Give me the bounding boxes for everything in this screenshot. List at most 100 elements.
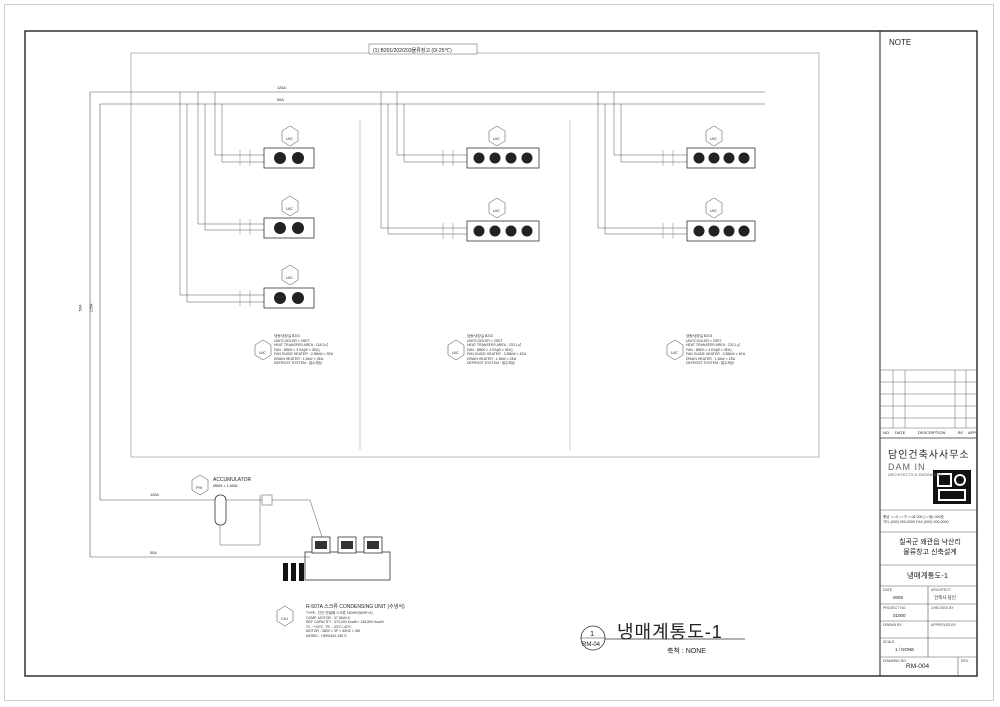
cu-tag-text: C/U bbox=[281, 616, 288, 621]
section-callout bbox=[580, 625, 745, 651]
unit-cooler-b201-3 bbox=[263, 287, 315, 309]
spec-line: UNITCOOLER × 2SET bbox=[467, 338, 503, 343]
spec-line: FAN GUIDE HEATER : 3.55kW × 4EA bbox=[467, 352, 527, 356]
uc-tag-text: U/C bbox=[710, 208, 717, 213]
unit-cooler-b201-2 bbox=[263, 217, 315, 239]
spec-line: MODEL : HSK6451-150 S bbox=[306, 633, 347, 638]
spec-line: FAN : Ø500 × 4 EA(Ø × 4EA) bbox=[467, 347, 513, 352]
drawn-label: DRAWN BY bbox=[883, 623, 902, 627]
spec-line: TC : +40℃, TE : -33℃/-42℃ bbox=[306, 624, 352, 629]
section-callout-number: 1 bbox=[590, 629, 595, 638]
branch-pipes-b202 bbox=[380, 92, 467, 235]
unit-cooler-spec-b202: 냉동/냉장실 B202 UNITCOOLER × 2SET HEAT TRANS… bbox=[467, 334, 526, 366]
scale-value: 1 / NONE bbox=[895, 647, 915, 652]
revision-header-no: NO bbox=[883, 430, 889, 435]
spec-title: 냉동/냉장실 B201 bbox=[274, 334, 301, 338]
main-header-pipes bbox=[89, 91, 765, 558]
condensing-unit-spec: TYPE : 단단 반밀폐 스크류 150HP(50HP×3) COMP. MO… bbox=[306, 611, 384, 638]
branch-pipes-b201 bbox=[179, 92, 264, 303]
uc-tag-text: U/C bbox=[286, 206, 293, 211]
sheet-border bbox=[24, 30, 978, 677]
spec-line: UNITCOOLER × 2SET bbox=[686, 338, 722, 343]
title-block-drawing-title: 냉매계통도-1 bbox=[906, 571, 949, 580]
date-label: DATE bbox=[883, 588, 893, 592]
spec-line: TYPE : 단단 반밀폐 스크류 150HP(50HP×3) bbox=[306, 611, 373, 615]
unit-cooler-b201-1 bbox=[263, 147, 315, 169]
spec-line: DEFROST SYSTEM : 발수제상 bbox=[686, 361, 734, 365]
spec-title: 냉동/냉장실 B202 bbox=[467, 334, 494, 338]
accumulator-title: ACCUMULATOR bbox=[213, 477, 252, 483]
revision-header-date: DATE bbox=[895, 430, 906, 435]
spec-line: DEFROST SYSTEM : 발수제상 bbox=[467, 361, 515, 365]
spec-line: HEAT TRANSFER AREA : 233.1㎡ bbox=[467, 343, 522, 347]
project-no-value: 01000 bbox=[893, 613, 906, 618]
pipe-size-label: 125A bbox=[277, 86, 286, 90]
firm-address-line: TEL.(000) 000-0000 FAX.(000) 000-0000 bbox=[883, 520, 949, 524]
spec-line: DEFROST SYSTEM : 발수제상 bbox=[274, 361, 322, 365]
drawing-main-title: 냉매계통도-1 bbox=[617, 622, 723, 642]
unit-cooler-b203-1 bbox=[686, 147, 756, 169]
drawing-number: RM-004 bbox=[906, 663, 930, 670]
pipe-size-label: 50A bbox=[78, 304, 83, 312]
condensing-unit bbox=[276, 499, 391, 627]
spec-line: FAN : Ø500 × 3 EA(Ø × 3EA) bbox=[274, 347, 320, 352]
uc-tag-text: U/C bbox=[286, 136, 293, 141]
valve-ticks bbox=[239, 150, 674, 306]
date-value: 0000 bbox=[893, 595, 904, 600]
accumulator-tag-text: P/V bbox=[196, 485, 203, 490]
firm-address-line: 충남 ○○시 ○○구 ○○로 000 (○○동) 000호 bbox=[883, 515, 944, 519]
unit-cooler-b202-2 bbox=[466, 220, 540, 242]
uc-tag-text: U/C bbox=[286, 275, 293, 280]
uc-tag-symbols bbox=[254, 125, 723, 361]
uc-tag-text: U/C bbox=[259, 350, 266, 355]
uc-tag-text: U/C bbox=[452, 350, 459, 355]
uc-tag-text: U/C bbox=[671, 350, 678, 355]
spec-line: DRAIN HEATER : 1.5kW × 3EA bbox=[274, 356, 324, 361]
revision-header-by: BY bbox=[958, 430, 964, 435]
project-no-label: PROJECT NO. bbox=[883, 606, 907, 610]
spec-line: MOTOR : 380V × 3P × 60HZ × 3W bbox=[306, 629, 361, 633]
note-label: NOTE bbox=[889, 38, 912, 47]
uc-tag-text: U/C bbox=[493, 136, 500, 141]
spec-line: HEAT TRANSFER AREA : 233.1㎡ bbox=[686, 343, 741, 347]
spec-line: COMP. MOTOR : 37.3kW×3 bbox=[306, 615, 350, 620]
project-name: 칠곡군 왜관읍 낙산리 물류창고 신축설계 bbox=[886, 538, 974, 558]
project-name-line: 칠곡군 왜관읍 낙산리 bbox=[899, 539, 961, 546]
architect-value: 건축사 담인 bbox=[934, 595, 956, 600]
firm-logo bbox=[933, 470, 971, 504]
pipe-size-label: 50A bbox=[277, 98, 284, 102]
spec-line: FAN GUIDE HEATER : 3.55kW × 4EA bbox=[686, 352, 746, 356]
revision-table bbox=[880, 369, 977, 439]
accumulator-vessel bbox=[191, 474, 273, 546]
page-frame bbox=[4, 4, 994, 701]
rev-label: REV. bbox=[961, 659, 969, 663]
checked-label: CHECKED BY bbox=[931, 606, 954, 610]
section-callout-ref: RM-04 bbox=[582, 642, 601, 648]
revision-header-app: APP bbox=[968, 430, 977, 435]
accumulator-size: Ø609 × 1,600L bbox=[213, 484, 239, 488]
spec-line: FAN : Ø500 × 4 EA(Ø × 4EA) bbox=[686, 347, 732, 352]
spec-line: DRAIN HEATER : 1.5kW × 2EA bbox=[467, 356, 517, 361]
unit-cooler-spec-b201: 냉동/냉장실 B201 UNITCOOLER × 3SET HEAT TRANS… bbox=[274, 334, 333, 366]
scale-label: SCALE bbox=[883, 640, 895, 644]
spec-title: 냉동/냉장실 B203 bbox=[686, 334, 713, 338]
room-label-box bbox=[368, 43, 478, 55]
title-block-grid bbox=[880, 509, 977, 676]
project-name-line: 물류창고 신축설계 bbox=[903, 549, 957, 556]
unit-cooler-spec-b203: 냉동/냉장실 B203 UNITCOOLER × 2SET HEAT TRANS… bbox=[686, 334, 745, 366]
firm-name-en: DAM IN bbox=[888, 462, 926, 472]
room-boundary bbox=[130, 52, 820, 458]
revision-header-description: DESCRIPTION bbox=[918, 430, 946, 435]
unit-cooler-b202-1 bbox=[466, 147, 540, 169]
firm-address: 충남 ○○시 ○○구 ○○로 000 (○○동) 000호 TEL.(000) … bbox=[883, 515, 949, 525]
pipe-size-label: 50A bbox=[150, 551, 157, 555]
branch-pipes-b203 bbox=[597, 92, 687, 235]
architect-label: ARCHITECT bbox=[931, 588, 952, 592]
condensing-unit-title: R-507A 스크류 CONDENSING UNIT (수냉식) bbox=[306, 604, 405, 610]
drawing-scale: 축척 : NONE bbox=[667, 648, 706, 655]
drawing-no-label: DRAWING NO. bbox=[883, 659, 907, 663]
spec-line: REF CAPACITY : 370,000 Kcal/h / 138,800 … bbox=[306, 620, 384, 624]
unit-cooler-b203-2 bbox=[686, 220, 756, 242]
firm-name: 담인건축사사무소 bbox=[888, 450, 970, 461]
